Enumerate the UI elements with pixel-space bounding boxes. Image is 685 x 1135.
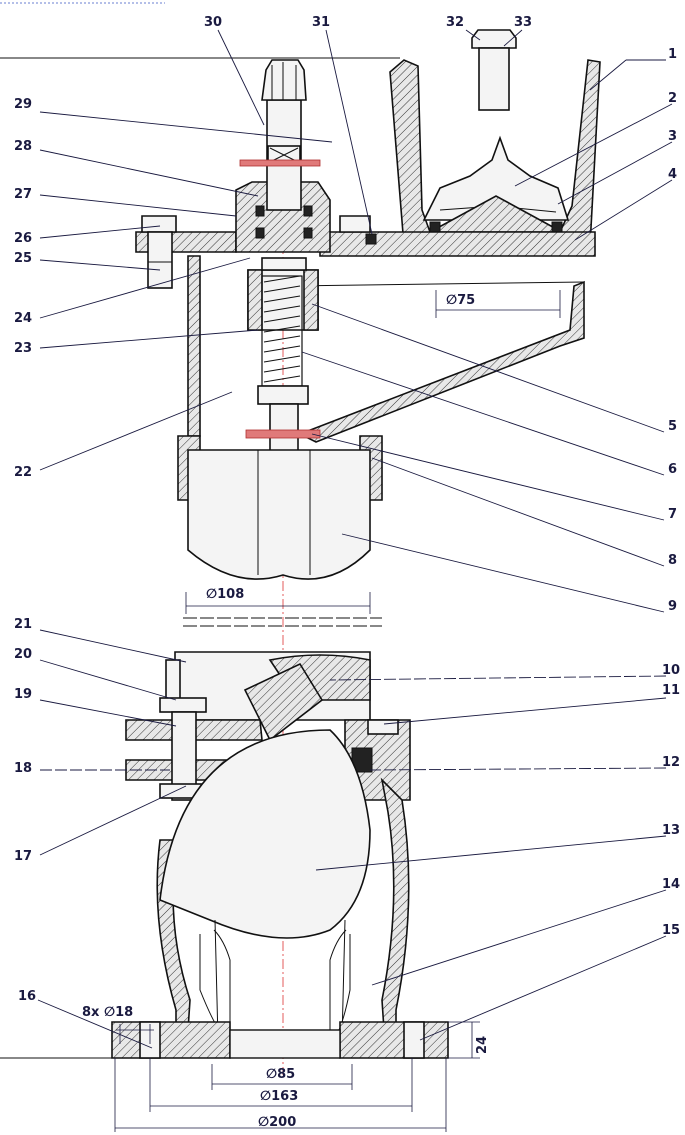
callout-23: 23: [14, 341, 32, 356]
dimension-lines: [114, 290, 561, 1132]
callout-2: 2: [668, 91, 677, 106]
callout-30: 30: [204, 15, 222, 30]
callout-4: 4: [668, 167, 677, 182]
callout-12: 12: [662, 755, 680, 770]
callout-11: 11: [662, 683, 680, 698]
callout-25: 25: [14, 251, 32, 266]
callout-16: 16: [18, 989, 36, 1004]
callout-32: 32: [446, 15, 464, 30]
frame-lines: [0, 2, 400, 1059]
top-bolt: [471, 29, 517, 111]
callout-6: 6: [668, 462, 677, 477]
base-flange: [111, 1021, 449, 1059]
callout-9: 9: [668, 599, 677, 614]
callout-13: 13: [662, 823, 680, 838]
callout-27: 27: [14, 187, 32, 202]
callout-3: 3: [668, 129, 677, 144]
callout-26: 26: [14, 231, 32, 246]
dim-flange-thickness: 24: [475, 1036, 490, 1054]
callout-29: 29: [14, 97, 32, 112]
callout-17: 17: [14, 849, 32, 864]
callout-22: 22: [14, 465, 32, 480]
callout-21: 21: [14, 617, 32, 632]
dim-outlet-diameter: ∅75: [446, 293, 475, 308]
dim-bolt-circle-diameter: ∅163: [260, 1089, 298, 1104]
callout-1: 1: [668, 47, 677, 62]
callout-15: 15: [662, 923, 680, 938]
callout-31: 31: [312, 15, 330, 30]
callout-7: 7: [668, 507, 677, 522]
dim-bore-diameter: ∅85: [266, 1067, 295, 1082]
callout-8: 8: [668, 553, 677, 568]
callout-10: 10: [662, 663, 680, 678]
standpipe: [183, 449, 382, 627]
callout-28: 28: [14, 139, 32, 154]
callout-14: 14: [662, 877, 680, 892]
callout-24: 24: [14, 311, 32, 326]
callout-18: 18: [14, 761, 32, 776]
dimension-labels: ∅75 ∅108 8x ∅18 24 ∅85 ∅163 ∅200: [82, 293, 490, 1130]
callout-20: 20: [14, 647, 32, 662]
dim-flange-diameter: ∅200: [258, 1115, 296, 1130]
valve-coupling: [125, 651, 411, 801]
valve-body: [156, 729, 410, 1041]
dim-bolt-holes: 8x ∅18: [82, 1005, 133, 1020]
callout-33: 33: [514, 15, 532, 30]
callout-19: 19: [14, 687, 32, 702]
leader-lines: [37, 29, 673, 1049]
bonnet: [135, 59, 596, 289]
callout-5: 5: [668, 419, 677, 434]
callout-labels: 1 2 3 4 5 6 7 8 9 10 11 12 13 14 15 16 1…: [14, 15, 680, 1004]
dim-barrel-diameter: ∅108: [206, 587, 244, 602]
